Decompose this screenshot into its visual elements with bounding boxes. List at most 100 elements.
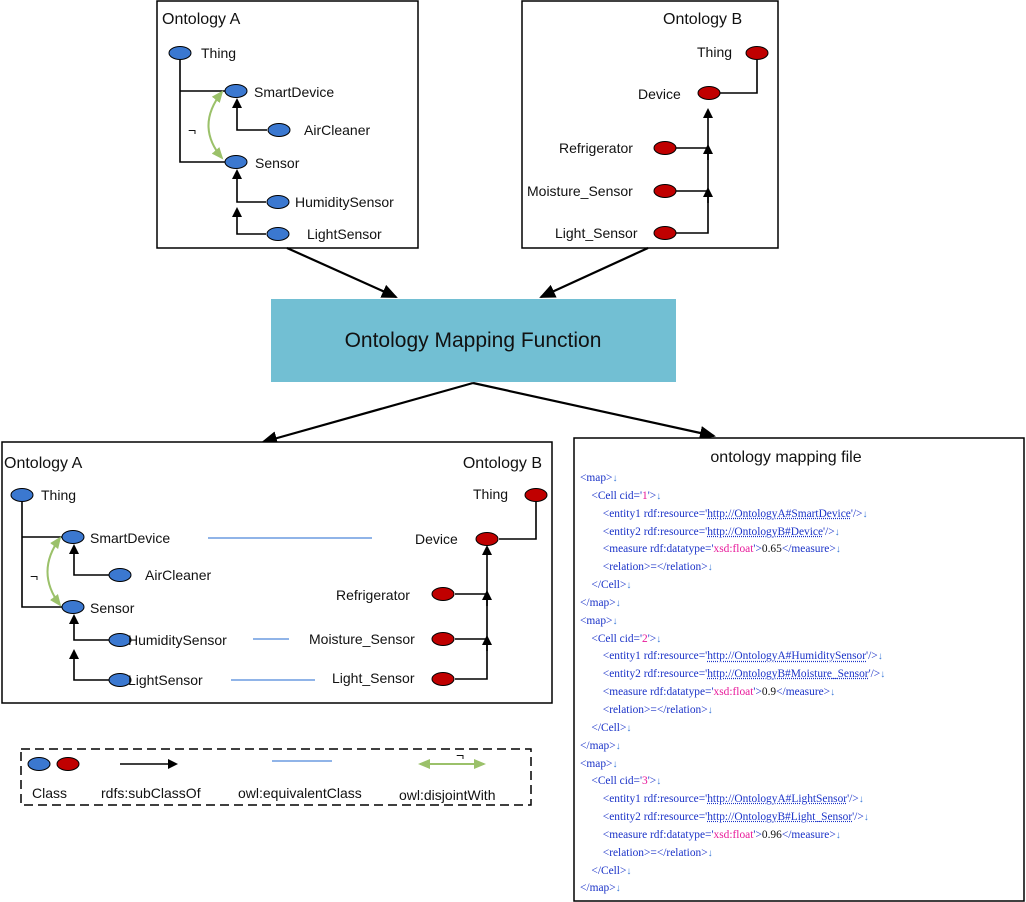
code-measure-mid: '> [753,828,762,841]
return-glyph-icon: ↓ [626,580,632,592]
legend-disjoint-symbol: ¬ [456,747,464,763]
flow-arrow-function-to-file [472,381,716,440]
code-indent [580,865,591,877]
code-line: <entity1 rdf:resource='http://OntologyA#… [580,506,885,524]
return-glyph-icon: ↓ [707,704,713,716]
label-device: Device [638,86,681,102]
code-cell-id: 3 [642,775,648,788]
label-humiditysensor: HumiditySensor [295,194,394,210]
code-cell-open-end: '> [647,489,657,502]
merged-frame [1,441,553,704]
mapping-file-code: <map>↓ <Cell cid='1'>↓ <entity1 rdf:reso… [580,470,885,898]
code-indent [580,579,591,591]
code-line: <entity2 rdf:resource='http://OntologyB#… [580,809,885,827]
class-node-aircleaner [108,568,132,582]
ontology-a-title: Ontology A [162,11,241,28]
flow-arrows [261,246,716,445]
label-moisture-sensor: Moisture_Sensor [527,183,633,199]
code-entity2-end: '/> [823,525,835,538]
code-entity1-end: '/> [850,507,863,520]
label-smartdevice: SmartDevice [254,84,334,100]
class-node-device [697,86,721,100]
class-node-device [475,532,499,546]
label-thing-b: Thing [473,486,508,502]
legend-frame [20,748,532,806]
return-glyph-icon: ↓ [877,651,883,663]
return-glyph-icon: ↓ [707,847,713,859]
code-line: <entity1 rdf:resource='http://OntologyA#… [580,648,885,666]
ontology-b-title: Ontology B [663,11,742,28]
code-entity2: <entity2 rdf:resource=' [602,668,708,681]
code-line: <measure rdf:datatype='xsd:float'>0.96</… [580,827,885,845]
legend-class-a-icon [27,757,51,771]
return-glyph-icon: ↓ [862,508,868,520]
disjoint-arrow [207,90,224,160]
code-cell-open: <Cell cid=' [591,489,643,502]
code-entity1-end: '/> [866,650,878,663]
legend-equivalent-label: owl:equivalentClass [238,785,362,801]
class-node-smartdevice [61,530,85,544]
code-measure: <measure rdf:datatype=' [602,828,714,841]
code-cell-open: <Cell cid=' [591,632,643,645]
return-glyph-icon: ↓ [834,526,840,538]
code-indent [580,811,603,823]
label-thing-b: Thing [697,44,732,60]
function-label: Ontology Mapping Function [345,329,602,352]
code-indent [580,490,591,502]
code-line: <map>↓ [580,470,885,488]
code-datatype: xsd:float [713,828,754,841]
return-glyph-icon: ↓ [615,597,621,609]
class-node-light-sensor [431,672,455,686]
code-indent [580,650,603,662]
code-cell-close: </Cell> [591,579,627,592]
edge-thing-device [499,501,537,540]
legend-class-b-icon [56,757,80,771]
ontology-a-frame [156,0,419,249]
return-glyph-icon: ↓ [626,722,632,734]
code-map-close: </map> [580,596,616,609]
label-humiditysensor: HumiditySensor [128,632,227,648]
ontology-mapping-function-box [271,299,676,382]
return-glyph-icon: ↓ [615,740,621,752]
code-entity1: <entity1 rdf:resource=' [602,650,708,663]
mapping-file-title: ontology mapping file [710,449,861,466]
code-map-open: <map> [580,614,613,627]
code-cell-id: 2 [642,632,648,645]
return-glyph-icon: ↓ [656,633,662,645]
label-moisture-sensor: Moisture_Sensor [309,631,415,647]
code-line: </Cell>↓ [580,720,885,738]
code-datatype: xsd:float [713,543,754,556]
flow-arrow-function-to-merged [261,381,474,445]
class-node-moisture-sensor [653,184,677,198]
code-entity1-link: http://OntologyA#LightSensor [707,793,848,806]
return-glyph-icon: ↓ [626,865,632,877]
return-glyph-icon: ↓ [858,794,864,806]
ontology-b-edges [676,60,758,234]
class-node-thing-b [524,488,548,502]
ontology-b-panel: Ontology B Thing Device Refrigerator Moi… [521,0,779,249]
merged-panel: Ontology A Ontology B ¬ [1,441,553,704]
label-light-sensor: Light_Sensor [332,670,415,686]
code-line: <relation>=</relation>↓ [580,702,885,720]
return-glyph-icon: ↓ [612,473,618,484]
return-glyph-icon: ↓ [835,829,841,841]
merged-b-edges [455,501,537,680]
code-entity1-link: http://OntologyA#SmartDevice [707,507,851,520]
code-cell-close: </Cell> [591,721,627,734]
code-line: <map>↓ [580,756,885,774]
return-glyph-icon: ↓ [612,758,618,770]
code-line: <relation>=</relation>↓ [580,845,885,863]
class-node-thing [10,488,34,502]
code-measure-value: 0.65 [761,543,782,556]
ontology-a-edges [179,59,267,235]
code-cell-open-end: '> [647,632,657,645]
edge-thing-sensor [179,59,225,163]
class-node-moisture-sensor [431,632,455,646]
code-entity2-link: http://OntologyB#Moisture_Sensor [707,668,869,681]
code-map-open: <map> [580,472,613,484]
code-line: </map>↓ [580,738,885,756]
class-node-aircleaner [267,123,291,137]
code-entity2-end: '/> [868,668,881,681]
label-aircleaner: AirCleaner [145,567,211,583]
code-measure-end: </measure> [781,828,836,841]
